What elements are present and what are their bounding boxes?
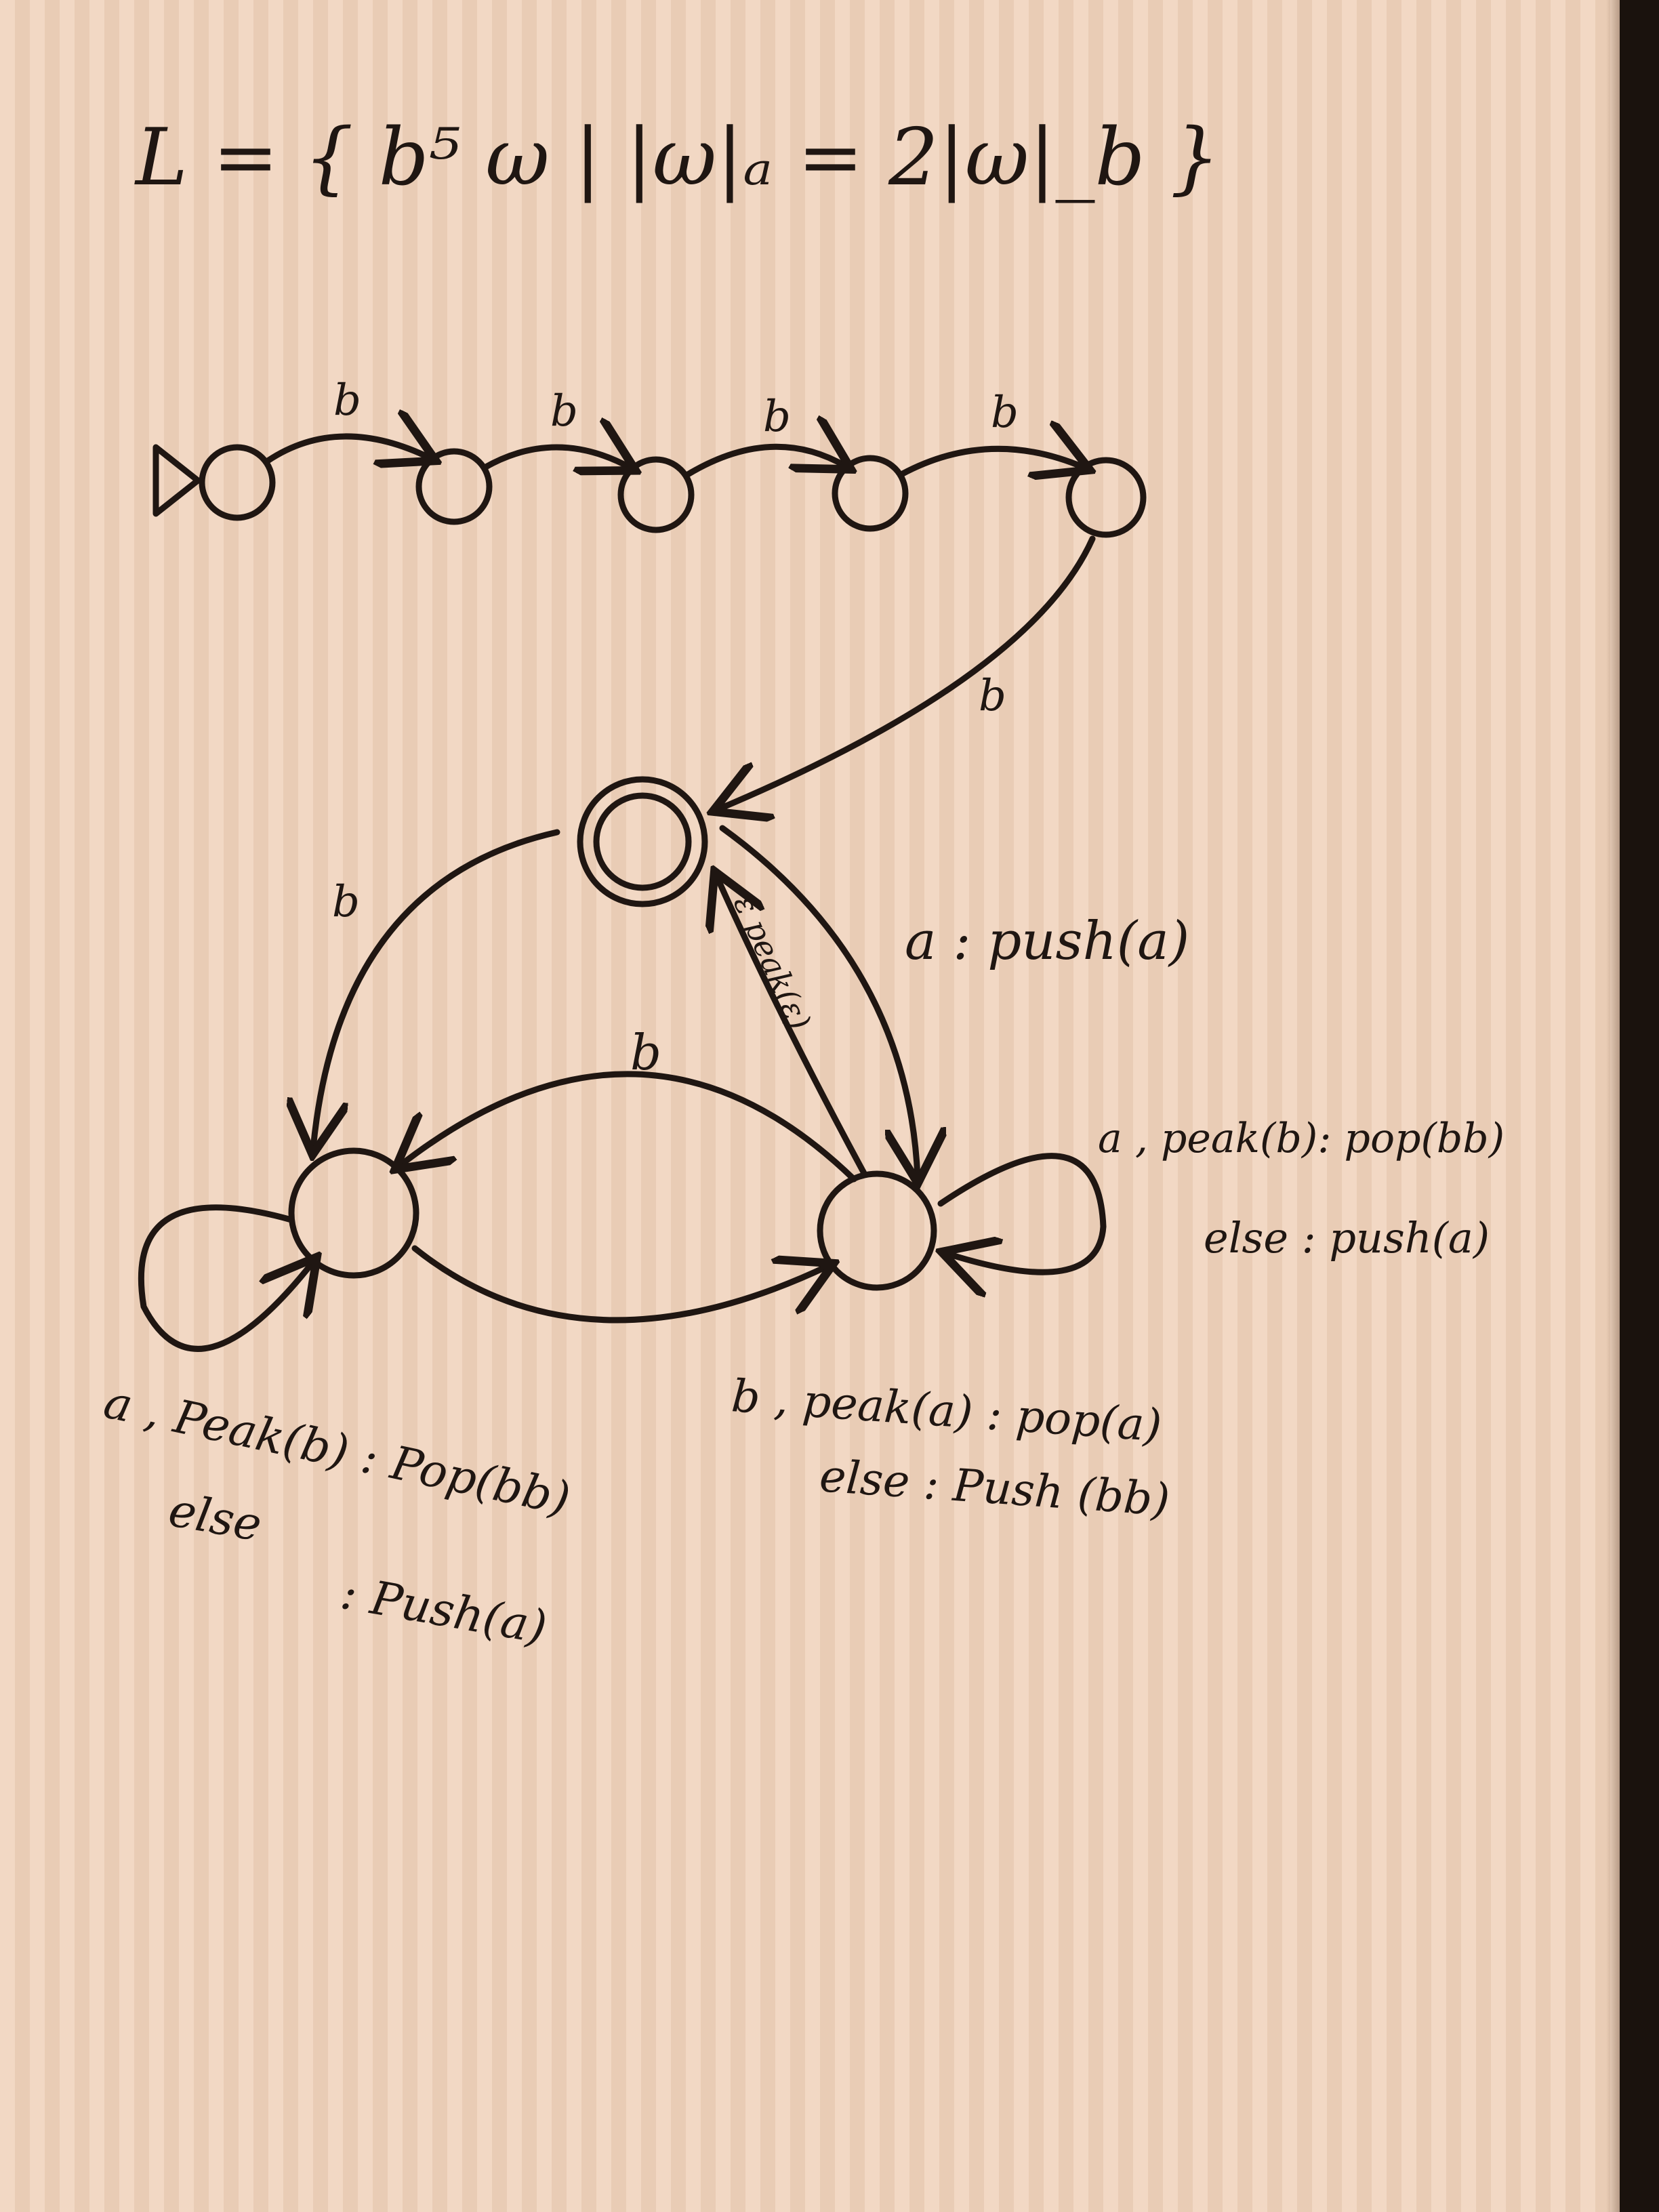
label-left-loop-3: : Push(a) xyxy=(337,1566,550,1655)
transition-q3-q4 xyxy=(898,449,1084,474)
state-q1 xyxy=(415,448,493,525)
label-t1: b xyxy=(333,375,361,426)
transition-q1-q2 xyxy=(481,447,630,468)
state-right xyxy=(817,1170,937,1291)
notebook-paper xyxy=(0,0,1620,2212)
label-left-loop-2: else xyxy=(165,1483,266,1553)
label-right-loop-2: else : push(a) xyxy=(1204,1213,1490,1263)
transition-accept-right xyxy=(719,825,918,1177)
label-t4: b xyxy=(991,388,1019,438)
state-q0 xyxy=(199,444,276,521)
transition-q2-q3 xyxy=(684,447,846,478)
transition-right-left xyxy=(400,1071,857,1183)
start-arrow-icon xyxy=(152,444,201,517)
label-t3: b xyxy=(763,392,791,442)
transition-q0-q1 xyxy=(264,436,430,461)
label-right-loop-1: a , peak(b): pop(bb) xyxy=(1098,1115,1504,1162)
self-loop-left xyxy=(138,1204,313,1352)
state-left xyxy=(288,1147,419,1279)
state-q3 xyxy=(832,455,909,532)
state-q4 xyxy=(1065,457,1147,538)
language-definition: L = { b⁵ ω | |ω|ₐ = 2|ω|_b } xyxy=(134,112,1220,203)
transition-left-right xyxy=(411,1245,828,1324)
label-left-b: b xyxy=(332,877,360,927)
label-bottom-2: else : Push (bb) xyxy=(818,1450,1172,1526)
label-t5: b xyxy=(979,671,1006,721)
label-bottom-1: b , peak(a) : pop(a) xyxy=(730,1370,1164,1452)
paper-edge xyxy=(1606,0,1620,2212)
transition-accept-left xyxy=(313,829,560,1149)
label-epsilon: ε peak(ε) xyxy=(726,890,819,1036)
label-mid-b: b xyxy=(630,1024,661,1081)
label-a-push: a : push(a) xyxy=(905,911,1189,972)
state-q2 xyxy=(617,456,695,533)
transition-right-accept xyxy=(717,877,868,1178)
self-loop-right xyxy=(941,1153,1107,1273)
transition-q4-accept xyxy=(718,535,1096,809)
label-t2: b xyxy=(550,386,578,436)
state-accept-inner xyxy=(593,792,692,891)
state-accept-outer xyxy=(577,776,708,907)
